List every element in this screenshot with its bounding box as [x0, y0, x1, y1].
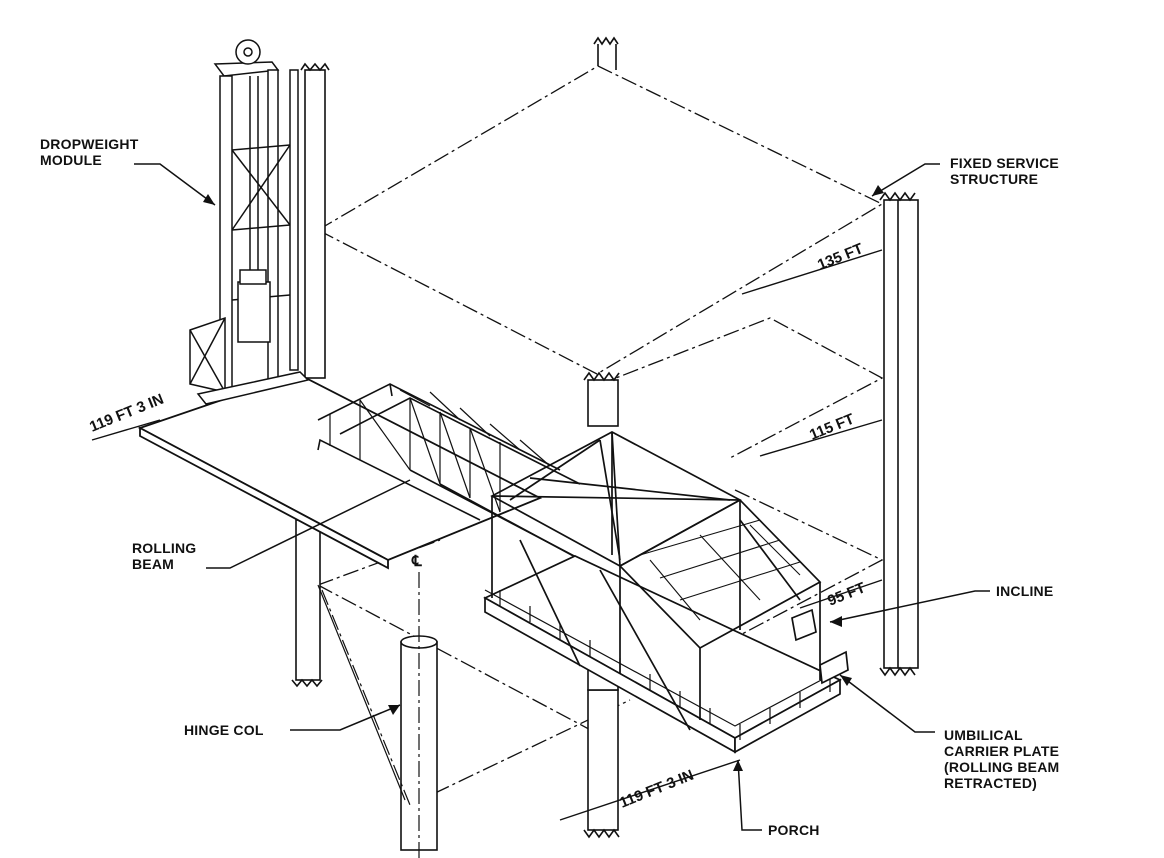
- label-dropweight-module: DROPWEIGHT MODULE: [40, 136, 138, 168]
- leader-dropweight: [134, 163, 216, 206]
- column-fss: [883, 199, 919, 669]
- plane-115ft: [597, 317, 884, 459]
- leader-incline: [829, 590, 990, 623]
- label-hinge-col: HINGE COL: [184, 722, 264, 738]
- callout-leaders: [134, 163, 990, 831]
- hinge-column: [317, 572, 438, 858]
- label-fss-line2: STRUCTURE: [950, 171, 1039, 187]
- leader-hinge: [290, 704, 401, 731]
- column-center-mid: [587, 379, 619, 427]
- leader-porch: [737, 759, 762, 831]
- label-fixed-service-structure: FIXED SERVICE STRUCTURE: [950, 155, 1059, 187]
- label-fss-line1: FIXED SERVICE: [950, 155, 1059, 171]
- dim-135ft: 135 FT: [815, 240, 865, 274]
- label-umbilical-line1: UMBILICAL: [944, 727, 1023, 743]
- dim-95ft: 95 FT: [825, 579, 868, 609]
- columns: [291, 36, 919, 839]
- porch-structure: [483, 431, 849, 754]
- column-under-left: [295, 519, 321, 681]
- column-behind-dropweight: [304, 69, 326, 379]
- label-porch: PORCH: [768, 822, 820, 838]
- dimension-lines: [91, 249, 883, 821]
- label-dropweight-line1: DROPWEIGHT: [40, 136, 139, 152]
- label-rolling-line1: ROLLING: [132, 540, 197, 556]
- dim-arm-length-lower: 119 FT 3 IN: [617, 767, 696, 812]
- column-top-center: [597, 44, 617, 70]
- plane-135ft: [316, 65, 884, 375]
- centerline-symbol: ℄: [411, 553, 422, 570]
- platform-deck: [137, 373, 543, 570]
- leader-arrowheads: [203, 185, 884, 771]
- label-rolling-line2: BEAM: [132, 556, 175, 572]
- label-incline: INCLINE: [996, 583, 1054, 599]
- label-umbilical-line2: CARRIER PLATE: [944, 743, 1060, 759]
- label-umbilical-carrier-plate: UMBILICAL CARRIER PLATE (ROLLING BEAM RE…: [944, 727, 1059, 791]
- label-rolling-beam: ROLLING BEAM: [132, 540, 196, 572]
- label-umbilical-line3: (ROLLING BEAM: [944, 759, 1060, 775]
- label-dropweight-line2: MODULE: [40, 152, 102, 168]
- leader-fss: [871, 163, 940, 197]
- leader-rolling-beam: [206, 479, 411, 569]
- dim-115ft: 115 FT: [807, 410, 857, 443]
- label-umbilical-line4: RETRACTED): [944, 775, 1037, 791]
- leader-umbilical: [839, 674, 935, 733]
- dropweight-module: [189, 39, 310, 405]
